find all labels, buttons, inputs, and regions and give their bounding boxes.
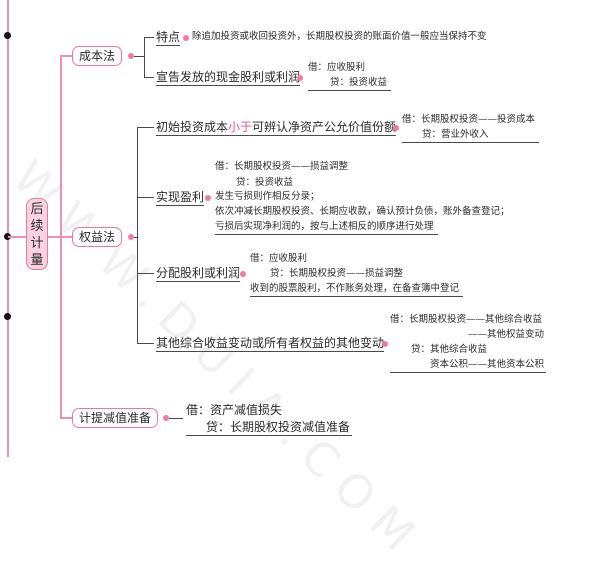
equity-distrib-note: 收到的股票股利，不作账务处理，在备查簿中登记 xyxy=(250,282,464,297)
rail-dot xyxy=(4,233,11,240)
equity-initial-debit: 借：长期股权投资——投资成本 xyxy=(402,114,536,125)
cost-method-node: 成本法 xyxy=(72,46,123,66)
cost-dividend-credit: 贷：投资收益 xyxy=(308,76,392,91)
equity-profit-debit: 借：长期股权投资——损益调整 xyxy=(215,161,349,172)
cost-feature-label: 特点 xyxy=(156,30,181,46)
equity-profit-credit: 贷：投资收益 xyxy=(236,177,294,188)
equity-loss-line-3: 亏损后实现净利润的，按与上述相反的顺序进行处理 xyxy=(215,220,438,235)
equity-oci-credit: 贷：其他综合收益 xyxy=(411,344,488,355)
cost-feature-text: 除追加投资或收回投资外，长期股权投资的账面价值一般应当保持不变 xyxy=(192,31,487,42)
equity-loss-line-1: 发生亏损则作相反分录； xyxy=(215,191,320,202)
equity-oci-debit-2: ——其他权益变动 xyxy=(468,329,545,340)
equity-distrib-debit: 借：应收股利 xyxy=(250,253,308,264)
equity-loss-line-2: 依次冲减长期股权投资、长期应收款，确认预计负债，账外备查登记； xyxy=(215,206,510,217)
rail-line xyxy=(7,0,9,457)
cost-dividend-label: 宣告发放的现金股利或利润 xyxy=(156,70,301,86)
impairment-debit: 借：资产减值损失 xyxy=(186,403,283,417)
rail-dot xyxy=(4,32,11,39)
equity-oci-label: 其他综合收益变动或所有者权益的其他变动 xyxy=(156,336,385,352)
root-node: 后续计量 xyxy=(26,198,48,270)
cost-dividend-debit: 借：应收股利 xyxy=(308,62,366,73)
equity-initial-label: 初始投资成本小于可辨认净资产公允价值份额 xyxy=(156,120,397,136)
equity-method-node: 权益法 xyxy=(72,227,123,247)
equity-profit-label: 实现盈利 xyxy=(156,190,205,206)
equity-distrib-credit: 贷：长期股权投资——损益调整 xyxy=(270,268,404,279)
equity-distrib-label: 分配股利或利润 xyxy=(156,266,241,282)
root-connector xyxy=(8,236,26,238)
impairment-node: 计提减值准备 xyxy=(72,408,159,428)
impairment-credit: 贷：长期股权投资减值准备 xyxy=(186,419,353,436)
rail-dot xyxy=(4,313,11,320)
equity-oci-credit-2: 资本公积——其他资本公积 xyxy=(390,358,547,373)
equity-initial-credit: 贷：营业外收入 xyxy=(402,128,539,143)
equity-oci-debit: 借：长期股权投资——其他综合收益 xyxy=(390,314,543,325)
